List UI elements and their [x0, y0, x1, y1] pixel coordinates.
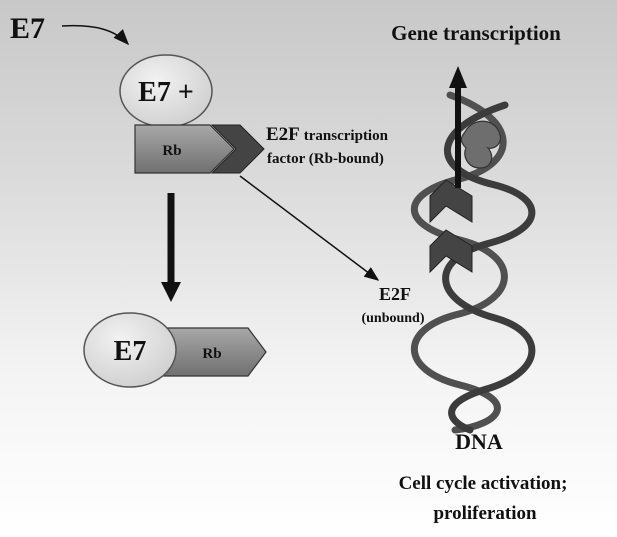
dna-label: DNA	[455, 429, 503, 454]
e2f-unbound-label: E2F	[379, 284, 411, 304]
outcome-line-1: Cell cycle activation;	[399, 473, 568, 494]
e2f-bound-title-rest: transcription	[304, 128, 389, 144]
e7-binding-arrow	[61, 24, 130, 46]
e2f-release-arrow	[239, 175, 380, 281]
dna-helix	[410, 91, 536, 434]
e2f-bound-title-main: E2F	[266, 124, 300, 145]
dna-strand-b	[442, 101, 536, 434]
e2f-bound-subtitle: factor (Rb-bound)	[267, 151, 384, 167]
rb-bound-shape	[134, 124, 235, 174]
polymerase-shape	[460, 120, 501, 169]
e2f-dna-chevron-2	[429, 229, 473, 274]
dna-strand-a	[410, 91, 508, 434]
e2f-bound-chevron	[210, 124, 265, 174]
rb-complex-label: Rb	[202, 346, 221, 362]
gene-transcription-label: Gene transcription	[391, 21, 561, 45]
e7-complex-label: E7	[114, 336, 147, 367]
e2f-dna-chevron-1	[429, 179, 473, 224]
e7-plus-label: E7 +	[138, 77, 194, 108]
e2f-unbound-sublabel: (unbound)	[361, 311, 424, 326]
e7-top-label: E7	[10, 12, 45, 45]
e7-complex-oval	[83, 312, 177, 388]
rb-bound-label: Rb	[162, 143, 181, 159]
outcome-line-2: proliferation	[433, 503, 537, 524]
down-arrow-head	[161, 282, 181, 302]
transcription-arrow-head	[449, 66, 467, 88]
